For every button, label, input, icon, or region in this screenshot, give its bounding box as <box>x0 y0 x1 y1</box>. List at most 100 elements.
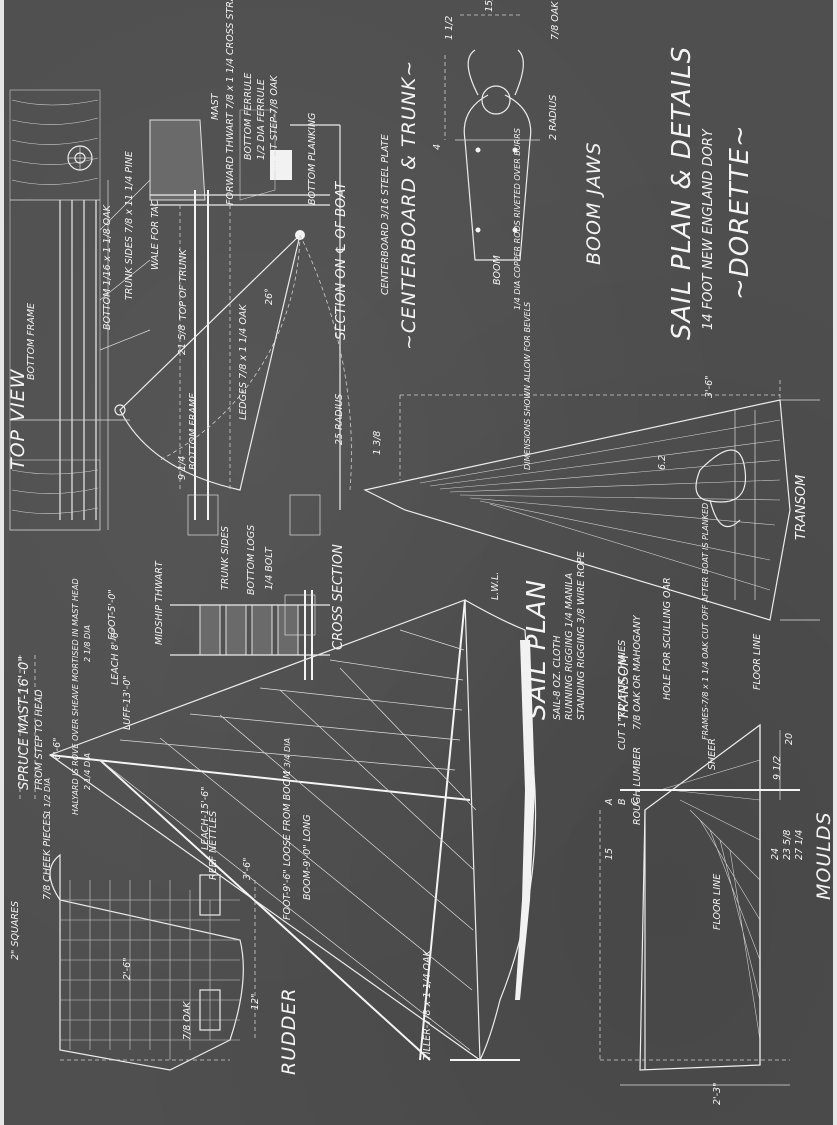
sail-outline <box>48 599 481 1062</box>
oak-note: 7/8 OAK <box>550 1 561 40</box>
cross-section-title: CROSS SECTION <box>331 544 346 650</box>
mast-step-note: MAST STEP-7/8 OAK <box>269 75 280 170</box>
transom-dim: 3'-6" <box>704 376 715 399</box>
dim-9-1-2: 9 1/2 <box>772 756 783 780</box>
halyard-note: HALYARD IS ROVE OVER SHEAVE MORTISED IN … <box>71 578 80 815</box>
rudder-title: RUDDER <box>278 987 300 1075</box>
transom-cutout <box>695 449 747 503</box>
trunk-sides-note: TRUNK SIDES 7/8 x 11 1/4 PINE <box>124 151 135 300</box>
jaw-mast-circle <box>481 85 511 115</box>
reef-nettles-note: REEF NETTLES <box>208 811 219 880</box>
top-view-title: TOP VIEW <box>7 368 29 470</box>
forward-thwart-note: FORWARD THWART 7/8 x 1 1/4 CROSS STRAP <box>225 0 236 205</box>
mast-step-block <box>149 119 206 201</box>
dim-15: 15 <box>604 848 615 860</box>
dim-1-1-2: 1 1/2 <box>444 16 455 40</box>
transom-group <box>363 380 820 621</box>
centerboard-outline <box>119 233 302 491</box>
rudder-group <box>49 853 256 1071</box>
bottom-logs-note: BOTTOM LOGS <box>246 525 257 595</box>
spar-dim: 6'-6" <box>52 738 63 761</box>
boat-name: ~DORETTE~ <box>725 124 755 300</box>
dia-mid-note: 2 1/4 DIA <box>83 753 92 790</box>
mast-line <box>49 754 471 801</box>
boom-jaws-title: BOOM JAWS <box>583 142 605 266</box>
dia-1-3-4-note: 1 3/4 DIA <box>283 738 292 775</box>
dim-26: 26° <box>264 288 275 305</box>
bottom-ferrule-note: BOTTOM FERRULE <box>243 73 254 160</box>
dim-C: C <box>630 798 641 805</box>
leach-note: LEACH-15'-6" <box>200 786 211 850</box>
board-radius-arc <box>159 234 301 461</box>
dia-2-1-8-note: 2 1/8 DIA <box>83 625 92 662</box>
transom-title: TRANSOM <box>794 475 809 540</box>
ledges-note: LEDGES 7/8 x 1 1/4 OAK <box>238 304 249 420</box>
floor-line-note: FLOOR LINE <box>752 634 763 690</box>
sheet-subtitle: 14 FOOT NEW ENGLAND DORY <box>701 128 716 330</box>
bottom-frame-2-note: BOTTOM FRAME <box>188 393 199 470</box>
trunk-sides-2-note: TRUNK SIDES <box>220 526 231 590</box>
midship-thwart-note: MIDSHIP THWART <box>154 560 165 645</box>
dim-27-1-4: 27 1/4 <box>794 830 805 860</box>
bottom-planking-note: BOTTOM PLANKING <box>307 113 318 205</box>
boom-note: BOOM <box>492 255 503 285</box>
foot-right-note: FOOT-5'-0" <box>107 589 118 640</box>
tiller-note: TILLER-7/8 x 1 1/4 OAK <box>422 949 433 1060</box>
rudder-outline <box>49 853 244 1071</box>
radius-note: 25 RADIUS <box>334 394 345 445</box>
lwl-note: L.W.L. <box>490 572 501 600</box>
cheek-pieces-note: 7/8 CHEEK PIECES <box>42 813 53 900</box>
transom-r: 6.2 <box>657 455 668 470</box>
reef-dim: 3'-6" <box>242 858 253 881</box>
rudder-grid <box>60 880 240 1060</box>
bottom-frame-note: BOTTOM FRAME <box>26 303 37 380</box>
dim-20: 20 <box>784 733 795 745</box>
foot-note: FOOT-9'-6" LOOSE FROM BOOM <box>282 771 293 920</box>
hull-outline <box>464 599 537 1061</box>
top-view-group <box>9 89 151 531</box>
section-title: SECTION ON ℄ OF BOAT <box>334 181 349 340</box>
luff-note: LUFF-13'-0" <box>122 675 133 730</box>
floor-line-2-note: FLOOR LINE <box>712 874 723 930</box>
dim-B: B <box>617 798 628 805</box>
top-of-trunk-note: TOP OF TRUNK <box>178 249 189 320</box>
radius-2-note: 2 RADIUS <box>548 95 559 140</box>
trunk-top-outline <box>9 199 101 531</box>
bolt-note: 1/4 BOLT <box>264 546 275 590</box>
rudder-oak-note: 7/8 OAK <box>182 1001 193 1040</box>
frames-note: FRAMES-7/8 x 1 1/4 OAK CUT OFF AFTER BOA… <box>701 503 710 740</box>
step-to-head-note: FROM STEP TO HEAD <box>34 689 45 790</box>
dia-top-note: 1 1/2 DIA <box>43 778 52 815</box>
rudder-dim2: 12" <box>250 994 261 1010</box>
centerboard-plate-note: CENTERBOARD 3/16 STEEL PLATE <box>380 134 391 295</box>
mould-dim: 2'-3" <box>712 1083 723 1106</box>
boom-jaws-group <box>444 14 540 261</box>
ferrule-dia-note: 1/2 DIA FERRULE <box>256 79 267 160</box>
chines-note: CUT 1"x1" FOR CHINES <box>617 640 628 750</box>
dim-15-16: 15/16 <box>484 0 495 12</box>
dim-9-1-4: 9 1/4 <box>177 456 188 480</box>
wood-grain-lines <box>11 99 99 185</box>
sail-plan-title: SAIL PLAN <box>522 579 552 720</box>
dim-24: 24 <box>770 848 781 860</box>
waterline-stripe <box>515 640 535 1000</box>
transom-label: TRANSOM <box>617 655 632 720</box>
bottom-ferrule-block <box>270 150 292 180</box>
dimensions-note: DIMENSIONS SHOWN ALLOW FOR BEVELS <box>523 302 532 470</box>
sheer-note: SHEER <box>707 738 718 770</box>
hole-note: HOLE FOR SCULLING OAR <box>662 577 673 700</box>
cross-section-group <box>170 590 330 680</box>
boom-line <box>419 599 466 1061</box>
centerboard-title: ~CENTERBOARD & TRUNK~ <box>398 60 420 350</box>
sail-note-2: RUNNING RIGGING 1/4 MANILA <box>564 573 575 720</box>
section-view-group <box>114 109 352 536</box>
rudder-dim: 2'-6" <box>122 958 133 981</box>
mould-outline <box>639 723 761 1071</box>
boom-long-note: BOOM-9'-0" LONG <box>302 814 313 900</box>
bottom-note: BOTTOM 1/16 x 1 1/8 OAK <box>102 204 113 330</box>
dim-21-5-8: 21 5/8 <box>177 325 188 355</box>
squares-note: 2" SQUARES <box>10 901 21 960</box>
sail-seams <box>119 629 465 771</box>
rough-lumber-note: ROUGH LUMBER <box>632 747 643 825</box>
